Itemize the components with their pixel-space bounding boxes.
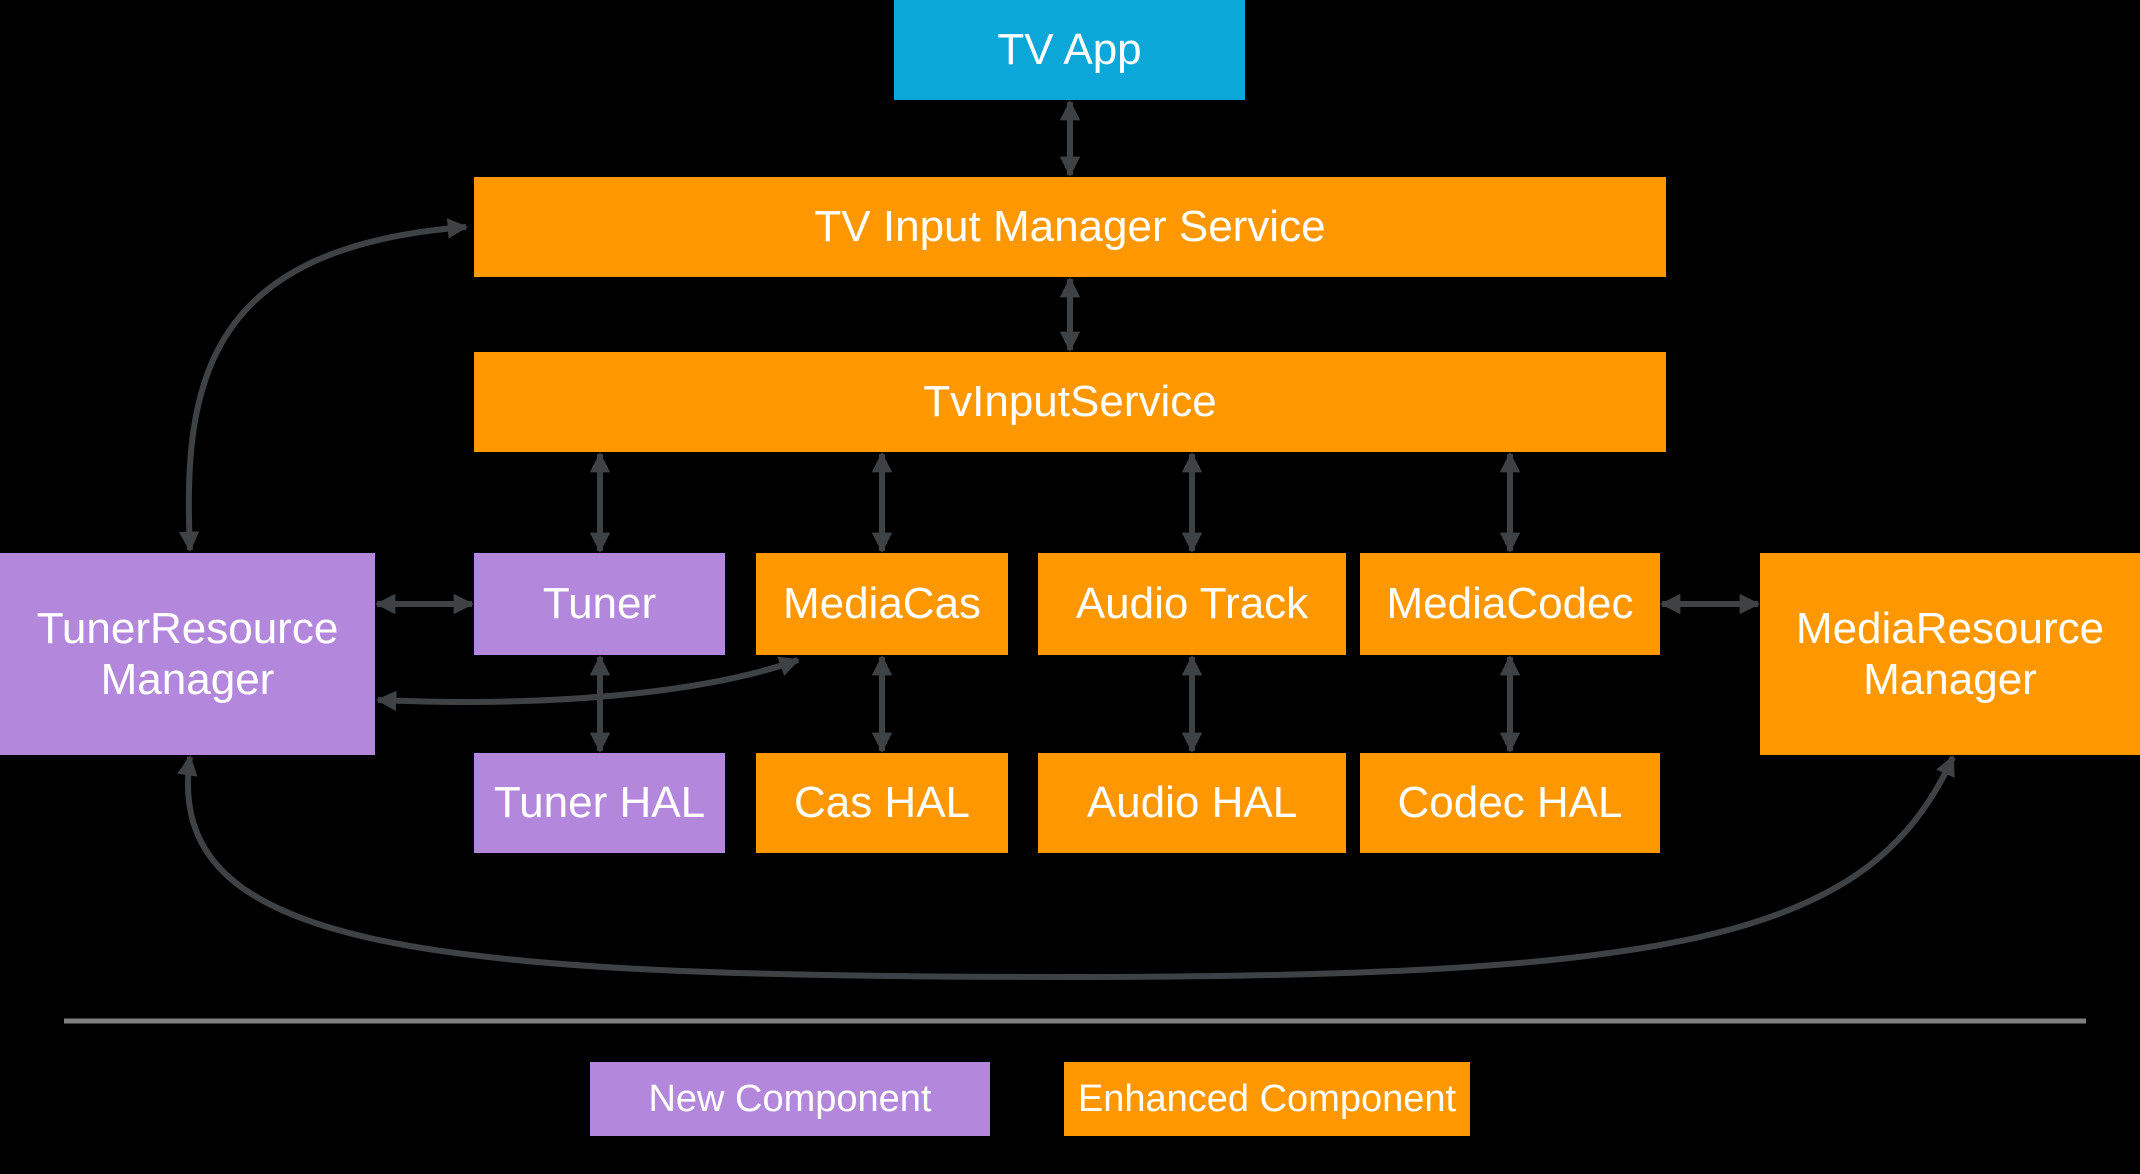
node-tv-input-service: TvInputService — [474, 352, 1666, 452]
node-tuner: Tuner — [474, 553, 725, 655]
node-codec-hal: Codec HAL — [1360, 753, 1660, 853]
legend-swatch-new-component: New Component — [590, 1062, 990, 1136]
legend-swatch-enhanced-component: Enhanced Component — [1064, 1062, 1470, 1136]
node-audio-track: Audio Track — [1038, 553, 1346, 655]
curve-trm-mediacas — [375, 656, 800, 711]
curve-trm-tims — [178, 218, 469, 553]
node-media-codec: MediaCodec — [1360, 553, 1660, 655]
node-cas-hal: Cas HAL — [756, 753, 1008, 853]
node-media-cas: MediaCas — [756, 553, 1008, 655]
node-tv-input-manager-service: TV Input Manager Service — [474, 177, 1666, 277]
curve-trm-mrm — [177, 754, 1956, 981]
node-media-resource-manager: MediaResource Manager — [1760, 553, 2140, 755]
node-tv-app: TV App — [894, 0, 1245, 100]
node-tuner-resource-manager: TunerResource Manager — [0, 553, 375, 755]
node-audio-hal: Audio HAL — [1038, 753, 1346, 853]
node-tuner-hal: Tuner HAL — [474, 753, 725, 853]
